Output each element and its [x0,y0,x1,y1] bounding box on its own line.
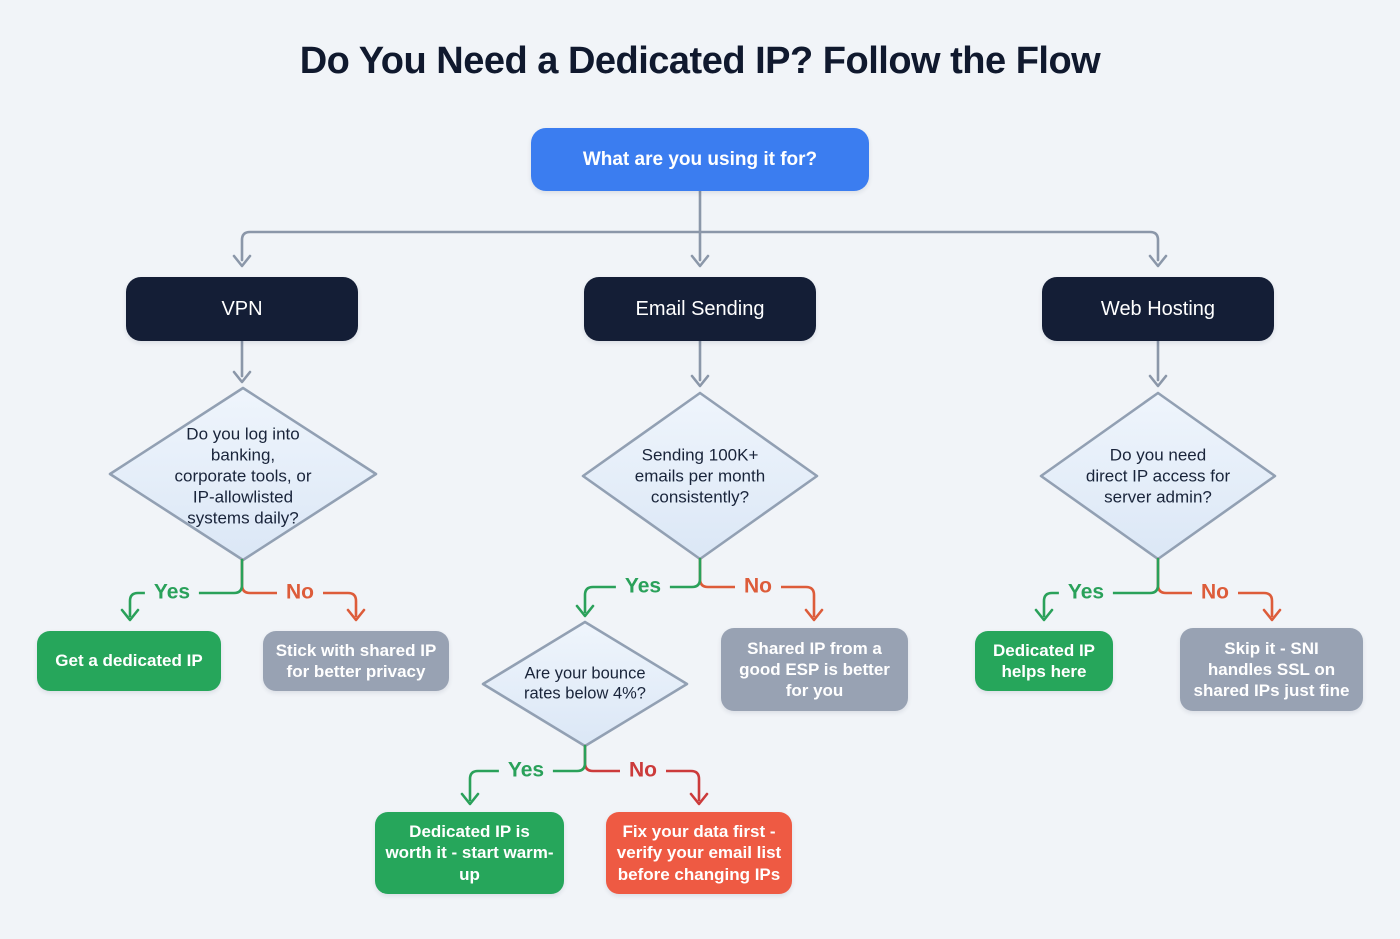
diamond-web-question-text: Do you need direct IP access for server … [1085,445,1231,507]
result-bounce-yes: Dedicated IP is worth it - start warm-up [375,812,564,894]
node-branch-web: Web Hosting [1042,277,1274,341]
arrowhead-web-diamond [1148,374,1168,388]
diamond-web-question-shape [1039,391,1277,561]
arrowhead-email-yes [575,604,595,618]
node-branch-vpn: VPN [126,277,358,341]
edge-label-web-yes: Yes [1058,581,1114,603]
result-bounce-no: Fix your data first - verify your email … [606,812,792,894]
edge-label-vpn-no: No [277,581,323,603]
edge-label-email-no: No [735,575,781,597]
diamond-bounce-question-text: Are your bounce rates below 4%? [524,664,646,703]
result-vpn-no: Stick with shared IP for better privacy [263,631,449,691]
arrowhead-to-vpn [232,254,252,268]
result-web-no: Skip it - SNI handles SSL on shared IPs … [1180,628,1363,711]
edge-label-bounce-yes: Yes [498,759,554,781]
arrowhead-to-email [690,254,710,268]
arrowhead-vpn-no [346,608,366,622]
result-email-no: Shared IP from a good ESP is better for … [721,628,908,711]
edge-label-email-yes: Yes [615,575,671,597]
arrowhead-email-diamond [690,374,710,388]
arrowhead-web-yes [1034,608,1054,622]
page-title: Do You Need a Dedicated IP? Follow the F… [299,40,1101,82]
arrowhead-web-no [1262,608,1282,622]
arrowhead-bounce-no [689,792,709,806]
arrowhead-vpn-yes [120,608,140,622]
arrowhead-vpn-diamond [232,370,252,384]
node-root-question: What are you using it for? [531,128,869,191]
diamond-bounce-question-shape [481,620,689,748]
diamond-vpn-question-text: Do you log into banking, corporate tools… [174,424,312,528]
edge-label-web-no: No [1192,581,1238,603]
edge-label-vpn-yes: Yes [144,581,200,603]
diamond-vpn-question-shape [108,386,378,562]
diamond-email-question-shape [581,391,819,561]
edge-label-bounce-no: No [620,759,666,781]
arrowhead-email-no [804,608,824,622]
diamond-email-question-text: Sending 100K+ emails per month consisten… [634,445,766,507]
arrowhead-bounce-yes [460,792,480,806]
result-vpn-yes: Get a dedicated IP [37,631,221,691]
arrowhead-to-web [1148,254,1168,268]
node-branch-email: Email Sending [584,277,816,341]
result-web-yes: Dedicated IP helps here [975,631,1113,691]
